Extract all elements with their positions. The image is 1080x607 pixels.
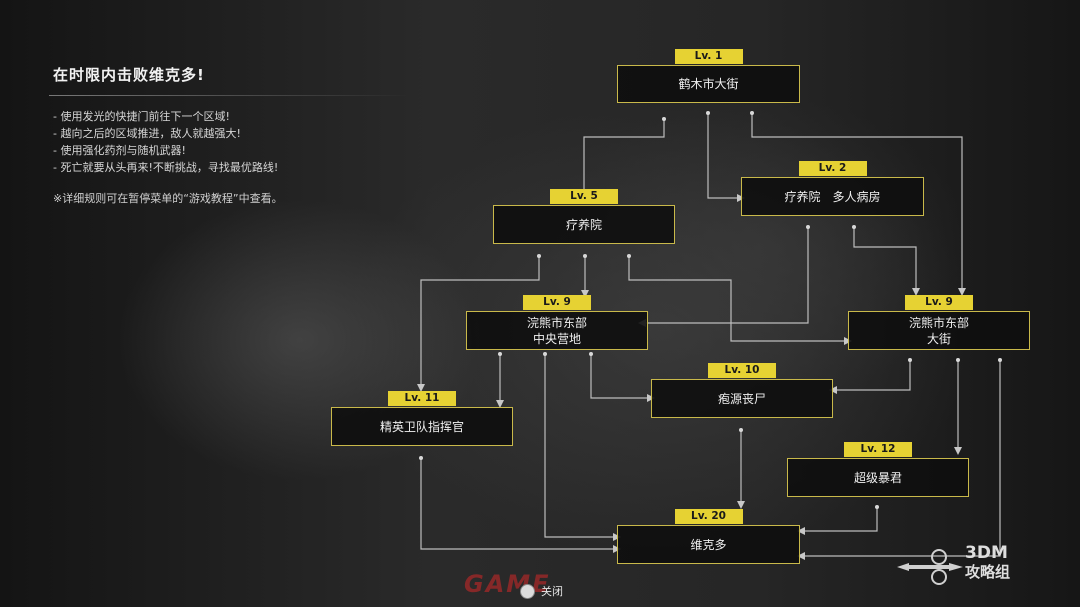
area-node-lv12[interactable]: 超级暴君 Lv. 12: [787, 442, 969, 497]
link-lv1-lv5: [580, 119, 665, 198]
area-node-lv11[interactable]: 精英卫队指挥官 Lv. 11: [331, 391, 513, 446]
title-divider: [49, 95, 409, 96]
area-node-lv5[interactable]: 疗养院 Lv. 5: [493, 189, 675, 244]
area-name: 超级暴君: [853, 470, 902, 485]
area-name: 精英卫队指挥官: [379, 419, 464, 434]
link-lv9b-lv10: [829, 360, 911, 394]
level-badge: Lv. 9: [523, 295, 591, 310]
watermark-3dm: 3DM: [965, 543, 1008, 563]
link-lv2-lv9b: [853, 227, 920, 296]
rule-text: - 使用强化药剂与随机武器!: [53, 144, 186, 157]
area-name: 浣熊市东部 中央营地: [526, 315, 587, 346]
close-button[interactable]: 关闭: [520, 583, 563, 599]
rule-text: - 越向之后的区域推进，敌人就越强大!: [53, 127, 241, 140]
watermark-guide: 攻略组: [965, 563, 1011, 581]
level-badge: Lv. 2: [798, 161, 867, 176]
area-name: 鹤木市大街: [678, 77, 739, 91]
rule-text: - 使用发光的快捷门前往下一个区域!: [53, 110, 230, 123]
panel-title: 在时限内击败维克多!: [53, 66, 205, 84]
area-node-lv2[interactable]: 疗养院 多人病房 Lv. 2: [741, 161, 924, 216]
link-lv9b-lv20: [797, 360, 1001, 560]
link-lv2-lv9a: [638, 227, 809, 327]
level-badge: Lv. 10: [708, 363, 776, 378]
area-name: 疗养院: [565, 217, 602, 232]
level-badge: Lv. 20: [674, 509, 743, 524]
area-node-lv20[interactable]: 维克多 Lv. 20: [617, 509, 800, 564]
area-name: 维克多: [690, 537, 727, 552]
link-lv11-lv20: [420, 458, 621, 553]
link-lv9a-lv10: [590, 354, 655, 402]
rule-text: - 死亡就要从头再来!不断挑战，寻找最优路线!: [53, 161, 279, 174]
area-node-lv9-camp[interactable]: 浣熊市东部 中央营地 Lv. 9: [466, 295, 648, 350]
link-lv1-lv2: [707, 113, 745, 202]
site-watermark: 3DM 攻略组: [895, 545, 1065, 585]
rules-panel: 在时限内击败维克多! - 使用发光的快捷门前往下一个区域! - 越向之后的区域推…: [49, 64, 423, 206]
sword-icon: [897, 549, 963, 585]
rules-note: ※详细规则可在暂停菜单的“游戏教程”中查看。: [53, 192, 283, 205]
level-badge: Lv. 12: [844, 442, 912, 457]
level-badge: Lv. 9: [905, 295, 973, 310]
area-name: 浣熊市东部 大街: [908, 315, 969, 346]
button-key-icon: [520, 583, 535, 599]
link-lv5-lv9b: [628, 256, 852, 345]
area-node-lv1[interactable]: 鹤木市大街 Lv. 1: [617, 49, 800, 103]
level-badge: Lv. 5: [550, 189, 618, 204]
level-badge: Lv. 11: [388, 391, 456, 406]
link-lv5-lv11: [417, 256, 540, 392]
area-name: 疱源丧尸: [717, 391, 766, 406]
link-lv12-lv20: [797, 507, 878, 535]
link-lv1-lv9b: [751, 113, 966, 296]
close-label: 关闭: [541, 585, 563, 598]
link-lv9a-lv20: [544, 354, 621, 541]
level-badge: Lv. 1: [674, 49, 743, 64]
area-name: 疗养院 多人病房: [784, 189, 881, 204]
area-node-lv10[interactable]: 疱源丧尸 Lv. 10: [651, 363, 833, 418]
area-node-lv9-street[interactable]: 浣熊市东部 大街 Lv. 9: [848, 295, 1030, 350]
